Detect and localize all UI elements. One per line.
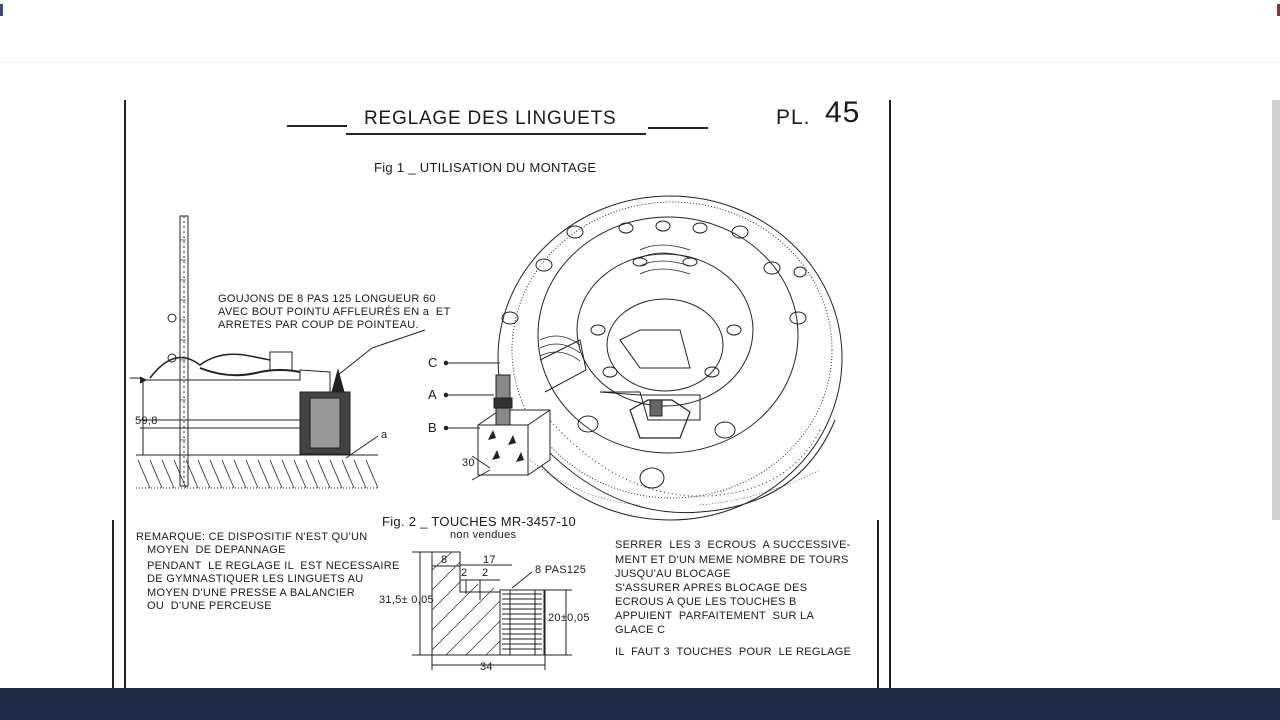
remarque-line-1: REMARQUE: CE DISPOSITIF N'EST QU'UN <box>136 531 368 543</box>
page-left-border-lower <box>112 520 114 688</box>
page-left-border <box>124 100 126 688</box>
dim-30: 30 <box>462 457 475 469</box>
dim-width: 34 <box>480 661 493 673</box>
instruction-line-4: S'ASSURER APRES BLOCAGE DES <box>615 582 808 594</box>
note-goujons-line-1: GOUJONS DE 8 PAS 125 LONGUEUR 60 <box>218 293 436 305</box>
remarque-line-2: MOYEN DE DEPANNAGE <box>147 544 286 556</box>
label-a: A <box>428 387 437 402</box>
label-a-small: a <box>381 429 388 441</box>
viewer-top-band <box>0 0 1280 63</box>
right-edge-marker <box>1277 4 1280 16</box>
title-underline <box>346 133 646 135</box>
dim-17: 17 <box>483 554 496 566</box>
instruction-line-1: SERRER LES 3 ECROUS A SUCCESSIVE- <box>615 539 851 551</box>
fig1-caption: Fig 1 _ UTILISATION DU MONTAGE <box>374 160 597 175</box>
scrollbar-thumb[interactable] <box>1272 100 1280 520</box>
viewer-bottom-band <box>0 688 1280 720</box>
page-right-border-lower <box>877 520 879 688</box>
dim-h20: 20±0,05 <box>548 612 590 624</box>
title-rule-left <box>287 125 347 127</box>
dim-height: 31,5± 0,05 <box>379 594 434 606</box>
plate-label: PL. <box>776 106 811 129</box>
instruction-line-8: IL FAUT 3 TOUCHES POUR LE REGLAGE <box>615 646 852 658</box>
dim-59-8: 59,8 <box>135 415 158 427</box>
note-goujons-line-2: AVEC BOUT POINTU AFFLEURÉS EN a ET <box>218 306 451 318</box>
plate-number: 45 <box>825 96 861 129</box>
dim-8: 8 <box>441 554 448 566</box>
remarque-line-5: MOYEN D'UNE PRESSE A BALANCIER <box>147 587 355 599</box>
vertical-scrollbar[interactable] <box>1272 100 1280 520</box>
left-edge-marker <box>0 4 3 16</box>
label-c: C <box>428 355 438 370</box>
fig2-subcaption: non vendues <box>450 529 517 541</box>
remarque-line-4: DE GYMNASTIQUER LES LINGUETS AU <box>147 573 364 585</box>
remarque-line-6: OU D'UNE PERCEUSE <box>147 600 272 612</box>
instruction-line-6: APPUIENT PARFAITEMENT SUR LA <box>615 610 815 622</box>
page-right-border <box>889 100 891 688</box>
title-rule-right <box>648 127 708 129</box>
dim-thread: 8 PAS125 <box>535 564 587 576</box>
dim-2a: 2 <box>461 567 468 579</box>
label-b: B <box>428 420 437 435</box>
remarque-line-3: PENDANT LE REGLAGE IL EST NECESSAIRE <box>147 560 400 572</box>
instruction-line-7: GLACE C <box>615 624 666 636</box>
fig2-caption: Fig. 2 _ TOUCHES MR-3457-10 <box>382 514 577 529</box>
instruction-line-5: ECROUS A QUE LES TOUCHES B <box>615 596 797 608</box>
instruction-line-2: MENT ET D'UN MEME NOMBRE DE TOURS <box>615 554 849 566</box>
note-goujons-line-3: ARRETES PAR COUP DE POINTEAU. <box>218 319 419 331</box>
dim-2b: 2 <box>482 567 489 579</box>
page-title: REGLAGE DES LINGUETS <box>364 108 617 129</box>
instruction-line-3: JUSQU'AU BLOCAGE <box>615 568 731 580</box>
